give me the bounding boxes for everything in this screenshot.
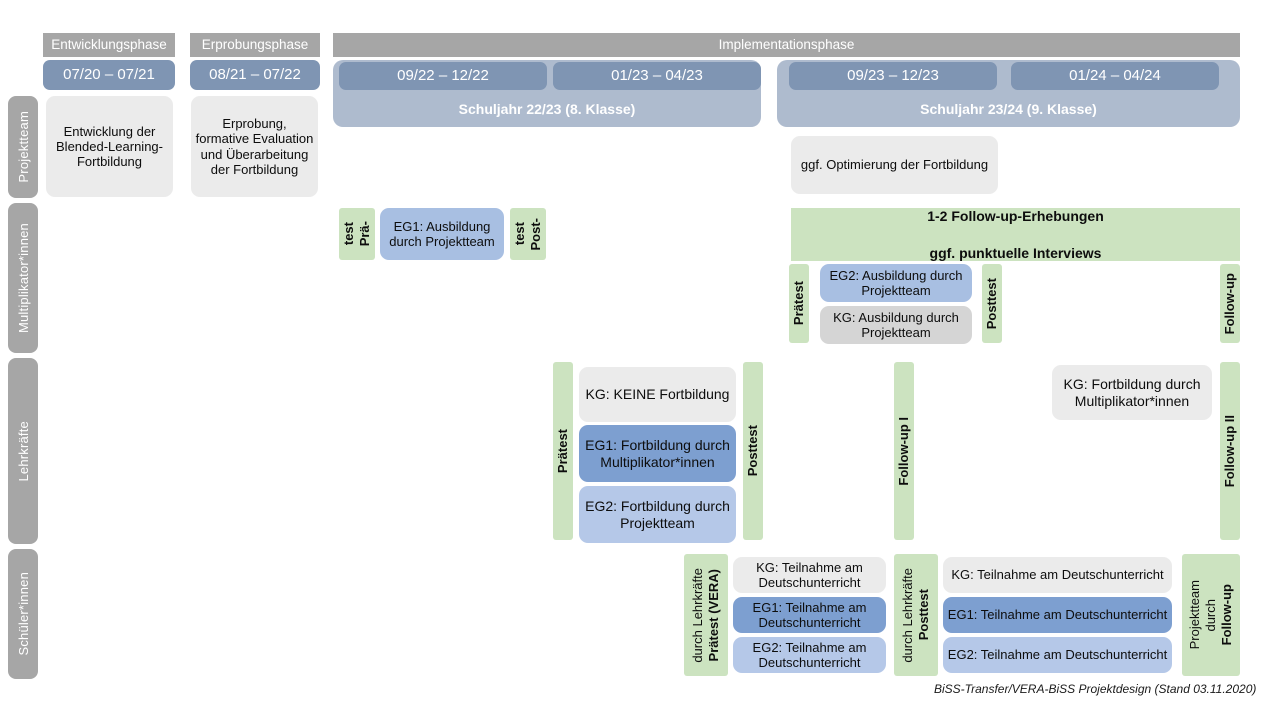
schueler-eg1-2-text: EG1: Teilnahme am Deutschunterricht bbox=[947, 607, 1168, 623]
schueler-kg-1-box: KG: Teilnahme am Deutschunterricht bbox=[733, 557, 886, 593]
lehrkraefte-followup-2-text: Follow-up II bbox=[1221, 414, 1237, 488]
row-label-lehrkraefte: Lehrkräfte bbox=[8, 358, 38, 544]
schueler-eg2-2-text: EG2: Teilnahme am Deutschunterricht bbox=[947, 647, 1168, 663]
projektteam-optimierung-box: ggf. Optimierung der Fortbildung bbox=[791, 136, 998, 194]
posttest-line2: test bbox=[511, 222, 527, 246]
projektteam-optimierung-text: ggf. Optimierung der Fortbildung bbox=[800, 157, 989, 173]
school-year-text: Schuljahr 22/23 (8. Klasse) bbox=[458, 101, 636, 117]
schueler-eg1-2-box: EG1: Teilnahme am Deutschunterricht bbox=[943, 597, 1172, 633]
lehrkraefte-kg-keine-text: KG: KEINE Fortbildung bbox=[585, 386, 730, 403]
multiplikatoren-eg2-text: EG2: Ausbildung durch Projektteam bbox=[829, 267, 963, 298]
school-year-text: Schuljahr 23/24 (9. Klasse) bbox=[920, 101, 1097, 117]
row-label-multiplikatorinnen: Multiplikator*innen bbox=[8, 203, 38, 353]
school-year-label-2324: Schuljahr 23/24 (9. Klasse) bbox=[777, 96, 1240, 122]
schueler-posttest-sub: durch Lehrkräfte bbox=[899, 567, 915, 663]
schueler-praetest-sub: durch Lehrkräfte bbox=[689, 567, 705, 663]
footer-text: BiSS-Transfer/VERA-BiSS Projektdesign (S… bbox=[934, 682, 1257, 696]
praetest-line1: Prä- bbox=[357, 221, 372, 247]
projektteam-erprobung-box: Erprobung, formative Evaluation und Über… bbox=[191, 96, 318, 197]
schueler-posttest-strip: Posttest durch Lehrkräfte bbox=[894, 554, 938, 676]
schueler-followup-bold: Follow-up bbox=[1219, 584, 1235, 646]
projektteam-entwicklung-text: Entwicklung der Blended-Learning-Fortbil… bbox=[56, 123, 163, 170]
period-label: 01/23 – 04/23 bbox=[611, 67, 703, 85]
lehrkraefte-eg2-box: EG2: Fortbildung durch Projektteam bbox=[579, 486, 736, 543]
schueler-praetest-strip: Prätest (VERA) durch Lehrkräfte bbox=[684, 554, 728, 676]
posttest-2-text: Posttest bbox=[983, 277, 999, 330]
multiplikatoren-followup-strip: Follow-up bbox=[1220, 264, 1240, 343]
phase-header-entwicklungsphase: Entwicklungsphase bbox=[43, 33, 175, 57]
lehrkraefte-praetest-text: Prätest bbox=[554, 428, 570, 474]
lehrkraefte-kg-fortbildung-box: KG: Fortbildung durch Multiplikator*inne… bbox=[1052, 365, 1212, 420]
followup-text: Follow-up bbox=[1221, 272, 1237, 335]
multiplikatoren-kg-box: KG: Ausbildung durch Projektteam bbox=[820, 306, 972, 344]
row-label-text: Multiplikator*innen bbox=[15, 222, 31, 334]
period-bar-0123-0423: 01/23 – 04/23 bbox=[553, 62, 761, 90]
schueler-followup-sub1: durch bbox=[1202, 598, 1218, 632]
multiplikatoren-kg-text: KG: Ausbildung durch Projektteam bbox=[833, 309, 959, 340]
schueler-posttest-bold: Posttest bbox=[916, 589, 931, 641]
row-label-text: Projektteam bbox=[15, 111, 31, 183]
lehrkraefte-followup-1-strip: Follow-up I bbox=[894, 362, 914, 540]
multiplikatoren-posttest-1-strip: Post- test bbox=[510, 208, 546, 260]
schueler-followup-strip: Follow-up durch Projektteam bbox=[1182, 554, 1240, 676]
schueler-eg1-1-text: EG1: Teilnahme am Deutschunterricht bbox=[752, 599, 867, 630]
followup-banner-text: 1-2 Follow-up-Erhebungen ggf. punktuelle… bbox=[795, 207, 1236, 262]
projektteam-entwicklung-box: Entwicklung der Blended-Learning-Fortbil… bbox=[46, 96, 173, 197]
schueler-followup-sub2: Projektteam bbox=[1186, 580, 1202, 650]
lehrkraefte-posttest-strip: Posttest bbox=[743, 362, 763, 540]
row-label-text: Schüler*innen bbox=[15, 572, 31, 656]
period-bar-0821-0722: 08/21 – 07/22 bbox=[190, 60, 320, 90]
phase-header-label: Erprobungsphase bbox=[201, 37, 309, 53]
period-label: 01/24 – 04/24 bbox=[1069, 67, 1161, 85]
multiplikatoren-posttest-2-strip: Posttest bbox=[982, 264, 1002, 343]
multiplikatoren-eg1-text: EG1: Ausbildung durch Projektteam bbox=[389, 218, 495, 249]
multiplikatoren-eg2-box: EG2: Ausbildung durch Projektteam bbox=[820, 264, 972, 302]
lehrkraefte-kg-fortbildung-text: KG: Fortbildung durch Multiplikator*inne… bbox=[1063, 376, 1201, 409]
period-label: 08/21 – 07/22 bbox=[209, 66, 301, 84]
schueler-kg-2-box: KG: Teilnahme am Deutschunterricht bbox=[943, 557, 1172, 593]
multiplikatoren-followup-banner: 1-2 Follow-up-Erhebungen ggf. punktuelle… bbox=[791, 208, 1240, 261]
footer-credit: BiSS-Transfer/VERA-BiSS Projektdesign (S… bbox=[934, 682, 1256, 696]
multiplikatoren-eg1-box: EG1: Ausbildung durch Projektteam bbox=[380, 208, 504, 260]
lehrkraefte-followup-2-strip: Follow-up II bbox=[1220, 362, 1240, 540]
lehrkraefte-eg2-text: EG2: Fortbildung durch Projektteam bbox=[585, 498, 730, 531]
row-label-projektteam: Projektteam bbox=[8, 96, 38, 198]
lehrkraefte-eg1-box: EG1: Fortbildung durch Multiplikator*inn… bbox=[579, 425, 736, 482]
lehrkraefte-eg1-text: EG1: Fortbildung durch Multiplikator*inn… bbox=[585, 437, 730, 470]
praetest-line2: test bbox=[340, 222, 356, 246]
school-year-label-2223: Schuljahr 22/23 (8. Klasse) bbox=[333, 96, 761, 122]
period-bar-0720-0721: 07/20 – 07/21 bbox=[43, 60, 175, 90]
lehrkraefte-kg-keine-box: KG: KEINE Fortbildung bbox=[579, 367, 736, 422]
schueler-eg1-1-box: EG1: Teilnahme am Deutschunterricht bbox=[733, 597, 886, 633]
schueler-kg-1-text: KG: Teilnahme am Deutschunterricht bbox=[756, 559, 863, 590]
posttest-line1: Post- bbox=[528, 217, 543, 251]
multiplikatoren-praetest-1-strip: Prä- test bbox=[339, 208, 375, 260]
period-label: 07/20 – 07/21 bbox=[63, 66, 155, 84]
phase-header-erprobungsphase: Erprobungsphase bbox=[190, 33, 320, 57]
lehrkraefte-posttest-text: Posttest bbox=[744, 425, 760, 477]
period-label: 09/23 – 12/23 bbox=[847, 67, 939, 85]
period-bar-0923-1223: 09/23 – 12/23 bbox=[789, 62, 997, 90]
row-label-text: Lehrkräfte bbox=[15, 420, 31, 482]
schueler-eg2-1-text: EG2: Teilnahme am Deutschunterricht bbox=[752, 639, 867, 670]
period-label: 09/22 – 12/22 bbox=[397, 67, 489, 85]
period-bar-0124-0424: 01/24 – 04/24 bbox=[1011, 62, 1219, 90]
followup-banner-line2: ggf. punktuelle Interviews bbox=[929, 244, 1102, 261]
praetest-2-text: Prätest bbox=[790, 281, 806, 326]
period-bar-0922-1222: 09/22 – 12/22 bbox=[339, 62, 547, 90]
schueler-eg2-2-box: EG2: Teilnahme am Deutschunterricht bbox=[943, 637, 1172, 673]
schueler-eg2-1-box: EG2: Teilnahme am Deutschunterricht bbox=[733, 637, 886, 673]
multiplikatoren-praetest-2-strip: Prätest bbox=[789, 264, 809, 343]
phase-header-implementationsphase: Implementationsphase bbox=[333, 33, 1240, 57]
phase-header-label: Entwicklungsphase bbox=[51, 37, 167, 53]
lehrkraefte-praetest-strip: Prätest bbox=[553, 362, 573, 540]
projektteam-erprobung-text: Erprobung, formative Evaluation und Über… bbox=[195, 116, 314, 177]
lehrkraefte-followup-1-text: Follow-up I bbox=[895, 416, 911, 486]
phase-header-label: Implementationsphase bbox=[718, 37, 855, 53]
schueler-kg-2-text: KG: Teilnahme am Deutschunterricht bbox=[951, 567, 1164, 583]
followup-banner-line1: 1-2 Follow-up-Erhebungen bbox=[927, 208, 1104, 225]
schueler-praetest-bold: Prätest (VERA) bbox=[706, 568, 721, 662]
row-label-schuelerinnen: Schüler*innen bbox=[8, 549, 38, 679]
